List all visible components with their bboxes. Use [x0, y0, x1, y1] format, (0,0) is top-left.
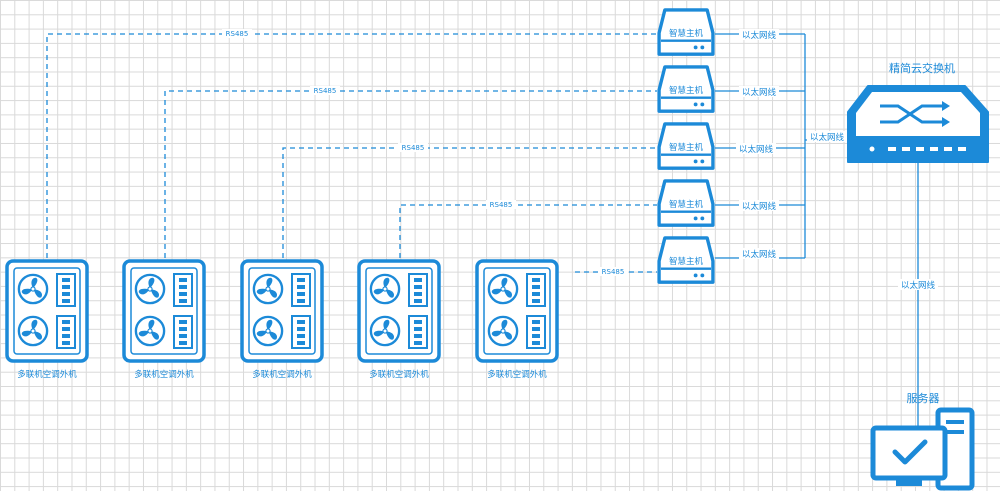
ac-unit-icon: [359, 261, 439, 361]
rs485-label-4: RS485: [490, 201, 513, 209]
outdoor-unit-2: 多联机空调外机: [124, 261, 204, 380]
rs485-lines: [46, 33, 657, 273]
smart-host-3: 智慧主机: [657, 122, 715, 170]
smart-host-5: 智慧主机: [657, 236, 715, 284]
outdoor-unit-label: 多联机空调外机: [487, 369, 547, 380]
rs485-label-5: RS485: [602, 268, 625, 276]
rs485-label-3: RS485: [402, 144, 425, 152]
computer-icon: [870, 407, 975, 491]
outdoor-unit-label: 多联机空调外机: [369, 369, 429, 380]
ac-unit-icon: [124, 261, 204, 361]
ethernet-label-3: 以太网线: [739, 144, 774, 155]
cloud-switch: 精简云交换机: [847, 61, 989, 163]
ethernet-labels: 以太网线 以太网线 以太网线 以太网线 以太网线 以太网线 以太网线: [736, 29, 938, 291]
ac-unit-icon: [7, 261, 87, 361]
smart-host-label: 智慧主机: [669, 199, 704, 210]
server-label: 服务器: [907, 392, 940, 405]
smart-host-label: 智慧主机: [669, 256, 704, 267]
server: 服务器: [870, 392, 975, 491]
ethernet-label-4: 以太网线: [742, 201, 777, 212]
switch-label: 精简云交换机: [889, 61, 955, 75]
outdoor-unit-3: 多联机空调外机: [242, 261, 322, 380]
ac-unit-icon: [477, 261, 557, 361]
smart-host-1: 智慧主机: [657, 8, 715, 56]
outdoor-unit-label: 多联机空调外机: [17, 369, 77, 380]
ac-unit-icon: [242, 261, 322, 361]
rs485-label-2: RS485: [314, 87, 337, 95]
outdoor-unit-5: 多联机空调外机: [477, 261, 557, 380]
smart-host-4: 智慧主机: [657, 179, 715, 227]
outdoor-unit-label: 多联机空调外机: [134, 369, 194, 380]
ethernet-label-5: 以太网线: [742, 249, 777, 260]
switch-uplink-label: 以太网线: [810, 132, 845, 143]
smart-host-2: 智慧主机: [657, 65, 715, 113]
outdoor-unit-4: 多联机空调外机: [359, 261, 439, 380]
switch-icon: [847, 85, 989, 163]
rs485-label-1: RS485: [226, 30, 249, 38]
outdoor-unit-label: 多联机空调外机: [252, 369, 312, 380]
server-link-label: 以太网线: [901, 280, 936, 291]
smart-host-label: 智慧主机: [669, 28, 704, 39]
rs485-labels: RS485 RS485 RS485 RS485 RS485: [222, 29, 628, 276]
smart-host-label: 智慧主机: [669, 85, 704, 96]
smart-host-label: 智慧主机: [669, 142, 704, 153]
outdoor-unit-1: 多联机空调外机: [7, 261, 87, 380]
ethernet-label-1: 以太网线: [742, 30, 777, 41]
ethernet-label-2: 以太网线: [742, 87, 777, 98]
